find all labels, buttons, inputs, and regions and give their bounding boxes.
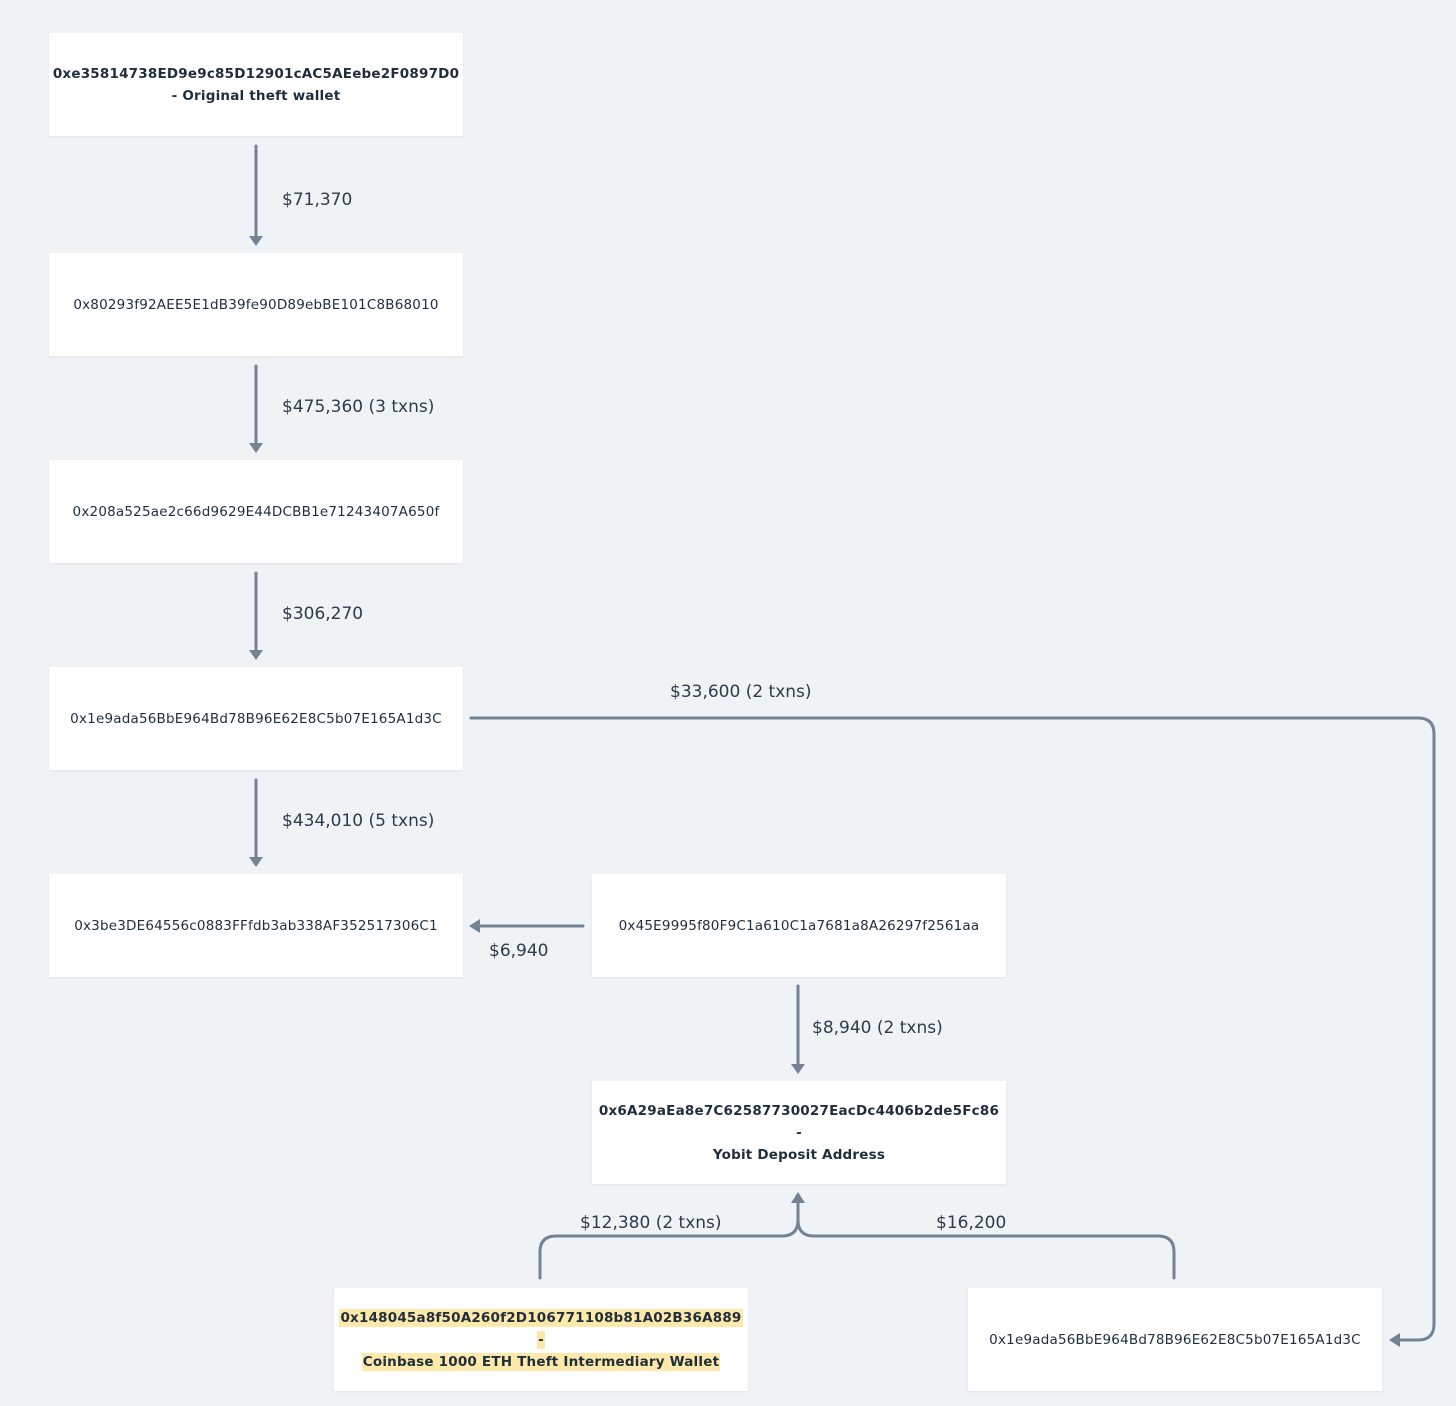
node-wallet-2: 0x80293f92AEE5E1dB39fe90D89ebBE101C8B680… [49,253,463,356]
arrowhead [249,650,263,660]
edge-label: $12,380 (2 txns) [580,1213,722,1233]
edge-label: $8,940 (2 txns) [812,1018,943,1038]
node-coinbase-intermediary: 0x148045a8f50A260f2D106771108b81A02B36A8… [334,1288,748,1391]
edge-label: $71,370 [282,190,353,210]
arrowhead [791,1064,805,1074]
wallet-address: 0x3be3DE64556c0883FFfdb3ab338AF352517306… [74,917,438,934]
edge-label: $6,940 [489,941,549,961]
node-original-theft-wallet: 0xe35814738ED9e9c85D12901cAC5AEebe2F0897… [49,33,463,136]
edge-line [469,716,1436,1342]
wallet-note: - Original theft wallet [171,87,341,104]
node-wallet-9: 0x1e9ada56BbE964Bd78B96E62E8C5b07E165A1d… [968,1288,1382,1391]
edge-line [538,1201,800,1280]
wallet-address: 0x148045a8f50A260f2D106771108b81A02B36A8… [339,1308,743,1349]
edge-label: $475,360 (3 txns) [282,397,435,417]
wallet-address: 0x1e9ada56BbE964Bd78B96E62E8C5b07E165A1d… [70,710,442,727]
arrowhead [249,236,263,246]
arrowhead [249,443,263,453]
wallet-address: 0x208a525ae2c66d9629E44DCBB1e71243407A65… [72,503,440,520]
wallet-address: 0xe35814738ED9e9c85D12901cAC5AEebe2F0897… [52,65,460,82]
edge-label: $306,270 [282,604,364,624]
node-wallet-4: 0x1e9ada56BbE964Bd78B96E62E8C5b07E165A1d… [49,667,463,770]
edge-line [796,1218,1176,1280]
wallet-note: Coinbase 1000 ETH Theft Intermediary Wal… [361,1352,721,1371]
wallet-address: 0x80293f92AEE5E1dB39fe90D89ebBE101C8B680… [73,296,439,313]
arrowhead [791,1192,805,1203]
node-wallet-5: 0x3be3DE64556c0883FFfdb3ab338AF352517306… [49,874,463,977]
edge-label: $434,010 (5 txns) [282,811,435,831]
wallet-address: 0x1e9ada56BbE964Bd78B96E62E8C5b07E165A1d… [989,1331,1361,1348]
wallet-address: 0x6A29aEa8e7C62587730027EacDc4406b2de5Fc… [598,1102,1000,1141]
wallet-note: Yobit Deposit Address [712,1146,886,1163]
arrowhead [1389,1333,1400,1347]
node-yobit-deposit: 0x6A29aEa8e7C62587730027EacDc4406b2de5Fc… [592,1081,1006,1184]
arrowhead [469,919,480,933]
wallet-address: 0x45E9995f80F9C1a610C1a7681a8A26297f2561… [618,917,980,934]
node-wallet-3: 0x208a525ae2c66d9629E44DCBB1e71243407A65… [49,460,463,563]
arrowhead [249,857,263,867]
node-wallet-6: 0x45E9995f80F9C1a610C1a7681a8A26297f2561… [592,874,1006,977]
edge-label: $33,600 (2 txns) [670,682,812,702]
edge-label: $16,200 [936,1213,1007,1233]
